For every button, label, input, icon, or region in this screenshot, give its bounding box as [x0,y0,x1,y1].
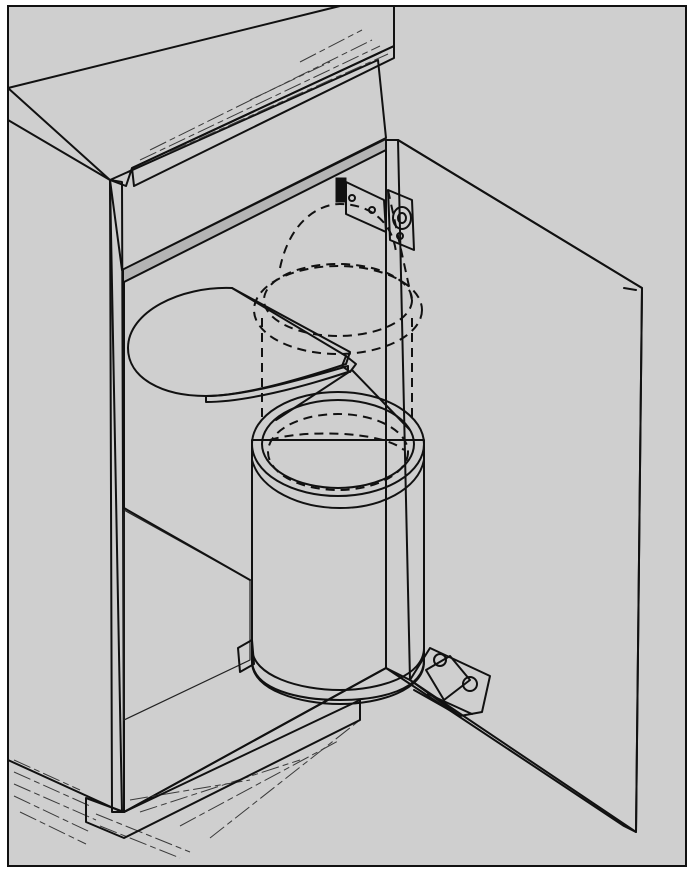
floor-mount-bracket [409,647,491,717]
cabinet-door [385,139,643,833]
bin-ghost-position [253,189,423,451]
cabinet [7,59,387,813]
hinge-bracket [335,177,415,251]
floor-texture [13,719,361,859]
cabinet-base-plinth [85,699,361,839]
countertop [7,5,395,187]
waste-bin [237,369,425,705]
image-border [7,5,687,867]
